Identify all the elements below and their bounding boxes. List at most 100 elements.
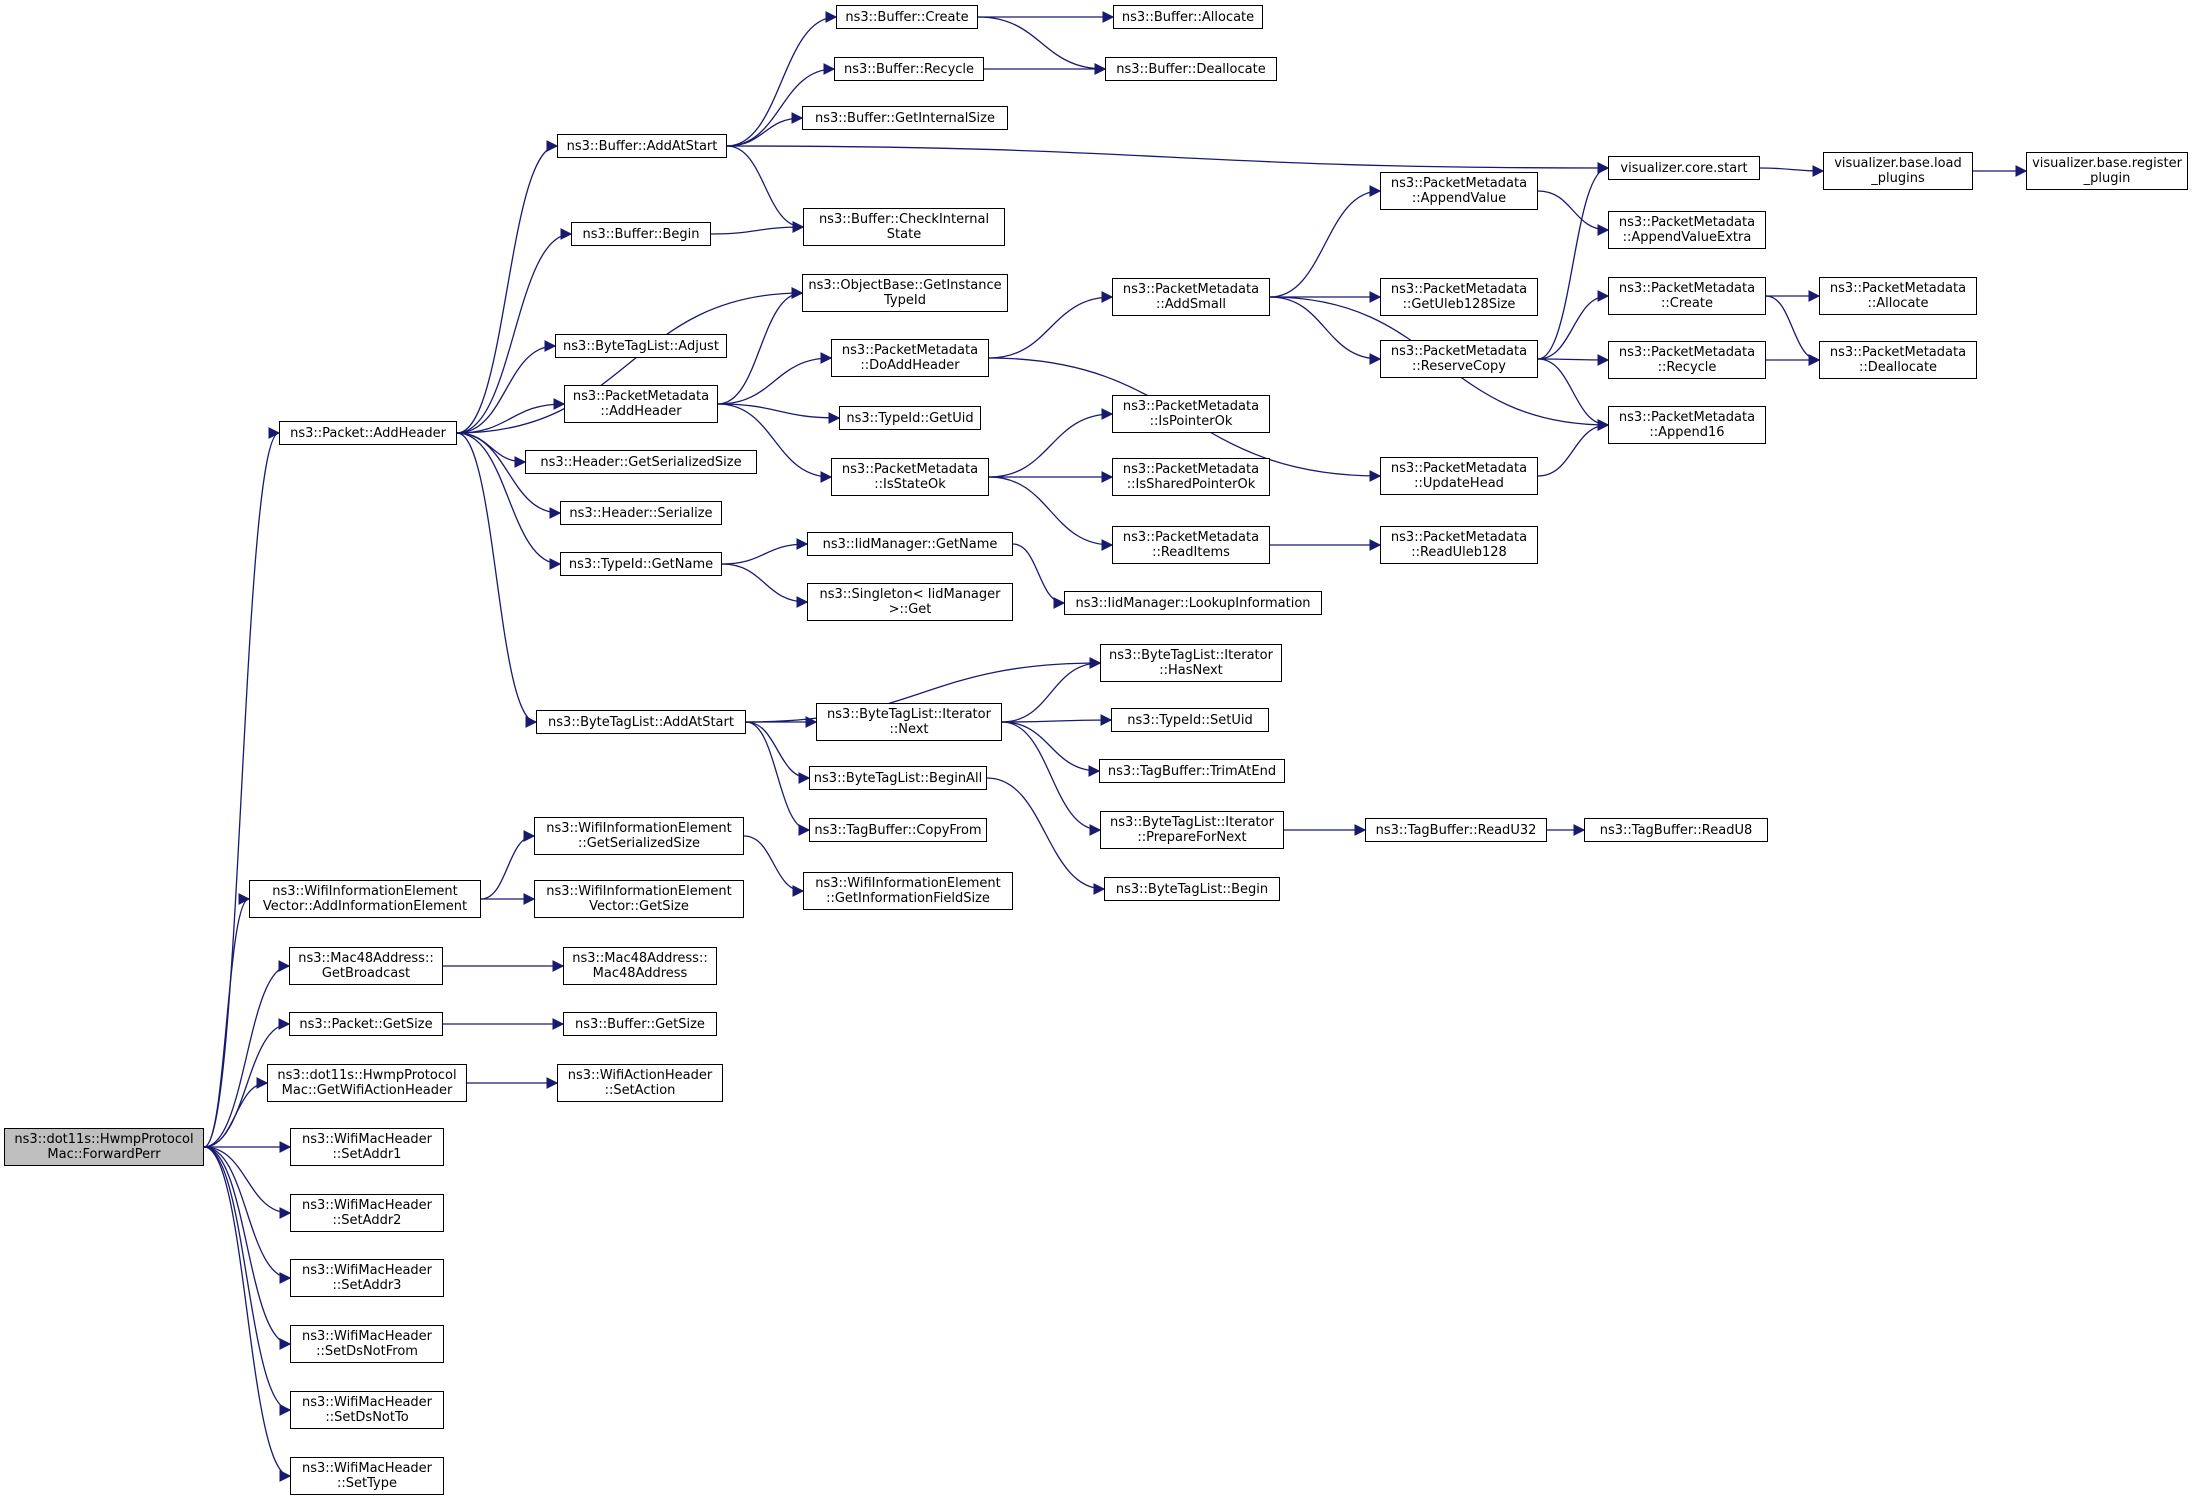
node-pm-issharedpointerok[interactable]: ns3::PacketMetadata::IsSharedPointerOk	[1112, 458, 1270, 496]
node-pm-doaddheader[interactable]: ns3::PacketMetadata::DoAddHeader	[831, 339, 989, 377]
edge-pkt-addheader-to-btl-addatstart	[456, 432, 538, 728]
node-label-line: ns3::Buffer::AddAtStart	[566, 138, 718, 154]
node-label-line: ns3::Buffer::Create	[845, 9, 969, 25]
node-tagbuf-copyfrom[interactable]: ns3::TagBuffer::CopyFrom	[809, 818, 987, 842]
node-tagbuf-trimatend[interactable]: ns3::TagBuffer::TrimAtEnd	[1099, 759, 1285, 783]
node-pm-append16[interactable]: ns3::PacketMetadata::Append16	[1608, 406, 1766, 444]
node-iid-lookup[interactable]: ns3::IidManager::LookupInformation	[1064, 591, 1322, 615]
node-buf-recycle[interactable]: ns3::Buffer::Recycle	[834, 57, 984, 81]
node-buf-deallocate[interactable]: ns3::Buffer::Deallocate	[1105, 57, 1277, 81]
node-label-line: ns3::Buffer::CheckInternal	[818, 212, 990, 227]
node-btl-addatstart[interactable]: ns3::ByteTagList::AddAtStart	[536, 710, 746, 734]
node-mac48-getbroadcast[interactable]: ns3::Mac48Address::GetBroadcast	[289, 947, 443, 985]
node-pm-create[interactable]: ns3::PacketMetadata::Create	[1608, 277, 1766, 315]
node-buf-getinternalsize[interactable]: ns3::Buffer::GetInternalSize	[802, 106, 1008, 130]
node-wie-getserializedsize[interactable]: ns3::WifiInformationElement::GetSerializ…	[534, 817, 744, 855]
node-pkt-getsize[interactable]: ns3::Packet::GetSize	[289, 1012, 443, 1036]
node-singleton-get[interactable]: ns3::Singleton< IidManager>::Get	[807, 583, 1013, 621]
edge-vis-core-start-to-vis-base-load	[1759, 165, 1825, 177]
node-label-line: ns3::ByteTagList::Iterator	[1109, 648, 1273, 663]
node-label-line: Mac48Address	[592, 966, 688, 981]
node-pm-addheader[interactable]: ns3::PacketMetadata::AddHeader	[564, 385, 718, 423]
node-typeid-setuid[interactable]: ns3::TypeId::SetUid	[1111, 708, 1269, 732]
node-mac48-ctor[interactable]: ns3::Mac48Address::Mac48Address	[563, 947, 717, 985]
node-label-line: ns3::WifiInformationElement	[546, 821, 732, 836]
node-label-line: ns3::TagBuffer::ReadU32	[1375, 822, 1537, 838]
node-wmh-setdsnotto[interactable]: ns3::WifiMacHeader::SetDsNotTo	[290, 1391, 444, 1429]
node-tagbuf-readu8[interactable]: ns3::TagBuffer::ReadU8	[1584, 818, 1768, 842]
node-btl-begin[interactable]: ns3::ByteTagList::Begin	[1104, 877, 1280, 901]
node-hdr-serialize[interactable]: ns3::Header::Serialize	[560, 501, 722, 525]
node-vis-core-start[interactable]: visualizer.core.start	[1608, 156, 1760, 180]
node-pm-readuleb128[interactable]: ns3::PacketMetadata::ReadUleb128	[1380, 526, 1538, 564]
node-buf-create[interactable]: ns3::Buffer::Create	[836, 5, 978, 29]
node-wmh-setaddr1[interactable]: ns3::WifiMacHeader::SetAddr1	[290, 1128, 444, 1166]
node-buf-allocate[interactable]: ns3::Buffer::Allocate	[1113, 5, 1263, 29]
node-tagbuf-readu32[interactable]: ns3::TagBuffer::ReadU32	[1365, 818, 1547, 842]
node-label-line: ns3::PacketMetadata	[841, 462, 979, 477]
node-pm-getuleb128size[interactable]: ns3::PacketMetadata::GetUleb128Size	[1380, 278, 1538, 316]
node-btl-adjust[interactable]: ns3::ByteTagList::Adjust	[555, 334, 727, 358]
node-hdr-getserializedsize[interactable]: ns3::Header::GetSerializedSize	[525, 450, 757, 474]
node-label-line: visualizer.core.start	[1620, 160, 1748, 176]
node-buf-begin[interactable]: ns3::Buffer::Begin	[571, 222, 711, 246]
node-wmh-settype[interactable]: ns3::WifiMacHeader::SetType	[290, 1457, 444, 1495]
node-pm-appendvalue[interactable]: ns3::PacketMetadata::AppendValue	[1380, 172, 1538, 210]
node-pm-allocate[interactable]: ns3::PacketMetadata::Allocate	[1819, 277, 1977, 315]
node-typeid-getuid[interactable]: ns3::TypeId::GetUid	[839, 406, 981, 430]
edge-pm-reservecopy-to-pm-create	[1537, 290, 1610, 360]
node-label-line: ::ReadItems	[1152, 545, 1230, 560]
node-pm-readitems[interactable]: ns3::PacketMetadata::ReadItems	[1112, 526, 1270, 564]
node-pkt-addheader[interactable]: ns3::Packet::AddHeader	[279, 421, 457, 445]
node-wmh-setaddr2[interactable]: ns3::WifiMacHeader::SetAddr2	[290, 1194, 444, 1232]
edge-pm-doaddheader-to-pm-addsmall	[988, 291, 1114, 359]
node-label-line: ::SetAddr1	[332, 1147, 402, 1162]
edge-pm-isstateok-to-pm-readitems	[988, 476, 1114, 551]
node-label-line: ns3::WifiInformationElement	[272, 884, 458, 899]
edge-pm-addsmall-to-pm-reservecopy	[1269, 296, 1382, 365]
node-pm-isstateok[interactable]: ns3::PacketMetadata::IsStateOk	[831, 458, 989, 496]
node-pm-ispointerok[interactable]: ns3::PacketMetadata::IsPointerOk	[1112, 395, 1270, 433]
node-pm-deallocate[interactable]: ns3::PacketMetadata::Deallocate	[1819, 341, 1977, 379]
node-buf-getsize[interactable]: ns3::Buffer::GetSize	[563, 1012, 717, 1036]
node-label-line: ns3::ByteTagList::Adjust	[563, 338, 719, 354]
node-label-line: ns3::ObjectBase::GetInstance	[808, 278, 1002, 293]
node-buf-addatstart[interactable]: ns3::Buffer::AddAtStart	[557, 134, 727, 158]
node-btl-iter-hasnext[interactable]: ns3::ByteTagList::Iterator::HasNext	[1100, 644, 1282, 682]
node-label-line: ::DoAddHeader	[860, 358, 960, 373]
node-pm-recycle[interactable]: ns3::PacketMetadata::Recycle	[1608, 341, 1766, 379]
node-pm-addsmall[interactable]: ns3::PacketMetadata::AddSmall	[1112, 278, 1270, 316]
node-wmh-setdsnotfrom[interactable]: ns3::WifiMacHeader::SetDsNotFrom	[290, 1325, 444, 1363]
node-label-line: ::UpdateHead	[1414, 476, 1504, 491]
node-iid-getname[interactable]: ns3::IidManager::GetName	[807, 532, 1013, 556]
edge-buf-addatstart-to-buf-recycle	[726, 63, 836, 147]
node-wah-setaction[interactable]: ns3::WifiActionHeader::SetAction	[557, 1064, 723, 1102]
node-label-line: ::Allocate	[1867, 296, 1929, 311]
node-wmh-setaddr3[interactable]: ns3::WifiMacHeader::SetAddr3	[290, 1259, 444, 1297]
edge-pkt-addheader-to-hdr-serialize	[456, 432, 562, 519]
node-btl-iter-preparefornext[interactable]: ns3::ByteTagList::Iterator::PrepareForNe…	[1100, 811, 1284, 849]
node-label-line: ::SetAddr2	[332, 1213, 402, 1228]
node-label-line: _plugins	[1871, 171, 1925, 186]
node-btl-iter-next[interactable]: ns3::ByteTagList::Iterator::Next	[816, 703, 1002, 741]
edge-pm-addheader-to-objbase-getinstance	[717, 287, 804, 405]
node-pm-appendvalueextra[interactable]: ns3::PacketMetadata::AppendValueExtra	[1608, 211, 1766, 249]
node-label-line: ::IsSharedPointerOk	[1126, 477, 1256, 492]
node-vis-base-register[interactable]: visualizer.base.register_plugin	[2026, 152, 2188, 190]
node-wie-getinfofieldsize[interactable]: ns3::WifiInformationElement::GetInformat…	[803, 872, 1013, 910]
node-pm-reservecopy[interactable]: ns3::PacketMetadata::ReserveCopy	[1380, 340, 1538, 378]
node-typeid-getname[interactable]: ns3::TypeId::GetName	[560, 552, 722, 576]
node-label-line: visualizer.base.register	[2032, 156, 2182, 171]
node-vis-base-load[interactable]: visualizer.base.load_plugins	[1823, 152, 1973, 190]
node-label-line: ::GetSerializedSize	[577, 836, 701, 851]
node-btl-beginall[interactable]: ns3::ByteTagList::BeginAll	[809, 766, 987, 790]
node-label-line: ns3::WifiMacHeader	[301, 1461, 433, 1476]
node-pm-updatehead[interactable]: ns3::PacketMetadata::UpdateHead	[1380, 457, 1538, 495]
